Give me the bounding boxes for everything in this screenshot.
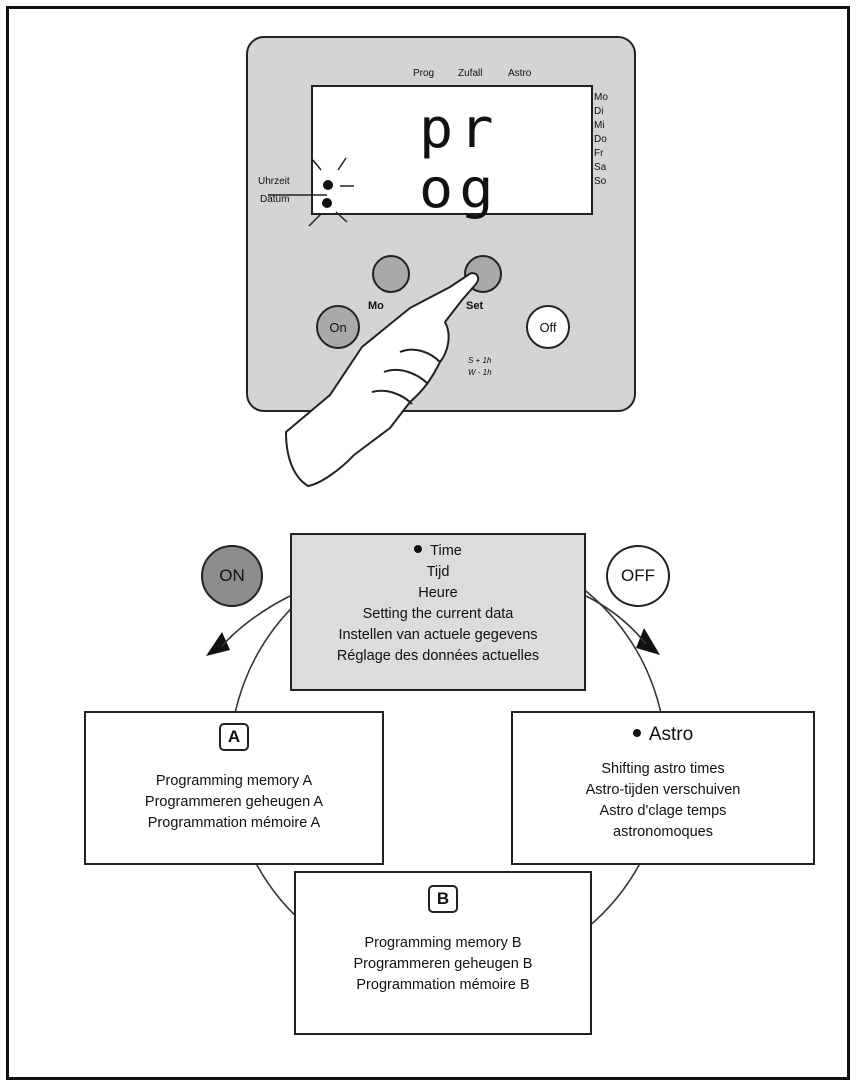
cycle-off-button[interactable]: OFF [606, 545, 670, 607]
day-label: Mo [594, 92, 608, 103]
on-button-label: On [329, 319, 347, 335]
summer-time-label: S + 1h [468, 356, 492, 365]
memory-b-box: B Programming memory B Programmeren gehe… [294, 871, 592, 1035]
time-title-row: Time [292, 541, 584, 562]
time-line: Instellen van actuele gegevens [338, 627, 538, 643]
memory-a-line: Programmation mémoire A [147, 815, 321, 831]
astro-dot [632, 728, 641, 737]
time-dot [414, 545, 423, 554]
time-title: Time [430, 543, 462, 559]
arrow-right-icon [636, 628, 660, 655]
memory-a-badge: A [219, 723, 249, 751]
cycle-on-label: ON [219, 566, 245, 585]
pointing-hand-icon [285, 272, 480, 487]
day-label: Sa [594, 162, 607, 173]
memory-a-line: Programming memory A [155, 773, 313, 789]
uhrzeit-label: Uhrzeit [258, 176, 290, 187]
prog-label: Prog [413, 68, 435, 79]
day-label: Mi [594, 120, 605, 131]
astro-label: Astro [508, 68, 532, 79]
astro-line: Astro d'clage temps [599, 803, 727, 819]
astro-title: Astro [648, 724, 694, 745]
cycle-on-button[interactable]: ON [201, 545, 263, 607]
set-button-label: Set [466, 300, 484, 312]
time-line: Réglage des données actuelles [336, 648, 540, 664]
time-line: Setting the current data [362, 606, 514, 622]
datum-label: Datum [260, 194, 290, 205]
memory-b-line: Programmeren geheugen B [353, 956, 533, 972]
off-button-label: Off [539, 319, 557, 335]
astro-line: Shifting astro times [601, 761, 725, 777]
astro-line: Astro-tijden verschuiven [585, 782, 741, 798]
mode-button[interactable] [372, 255, 410, 293]
arrow-left-icon [206, 632, 230, 656]
lcd-display: pr og [311, 85, 593, 219]
lcd-display-text: pr og [419, 97, 500, 220]
memory-b-badge: B [428, 885, 458, 913]
mode-labels: Prog Zufall Astro [248, 68, 638, 82]
uhrzeit-dot [323, 180, 333, 190]
time-line: Heure [418, 585, 458, 601]
astro-box: Astro Shifting astro times Astro-tijden … [511, 711, 815, 865]
memory-b-line: Programming memory B [364, 935, 522, 951]
astro-title-row: Astro [513, 721, 813, 749]
weekday-labels: Mo Di Mi Do Fr Sa So [594, 91, 634, 189]
day-label: Do [594, 134, 607, 145]
winter-time-label: W - 1h [468, 368, 492, 377]
arrow-left-shaft [221, 595, 291, 647]
arrow-right-shaft [585, 595, 647, 645]
flash-lines [268, 157, 354, 227]
memory-a-box: A Programming memory A Programmeren gehe… [84, 711, 384, 865]
day-label: Di [594, 106, 604, 117]
on-button[interactable]: On [316, 305, 360, 349]
day-label: Fr [594, 148, 604, 159]
day-label: So [594, 176, 607, 187]
time-line: Tijd [426, 564, 450, 580]
off-button[interactable]: Off [526, 305, 570, 349]
mode-button-label: Mo [368, 300, 384, 312]
zufall-label: Zufall [458, 68, 483, 79]
cycle-off-label: OFF [621, 566, 655, 585]
time-box: Time Tijd Heure Setting the current data… [290, 533, 586, 691]
figure-frame [6, 6, 850, 1080]
memory-a-line: Programmeren geheugen A [144, 794, 324, 810]
astro-line: astronomoques [613, 824, 713, 840]
memory-b-line: Programmation mémoire B [356, 977, 530, 993]
datum-dot [322, 198, 332, 208]
